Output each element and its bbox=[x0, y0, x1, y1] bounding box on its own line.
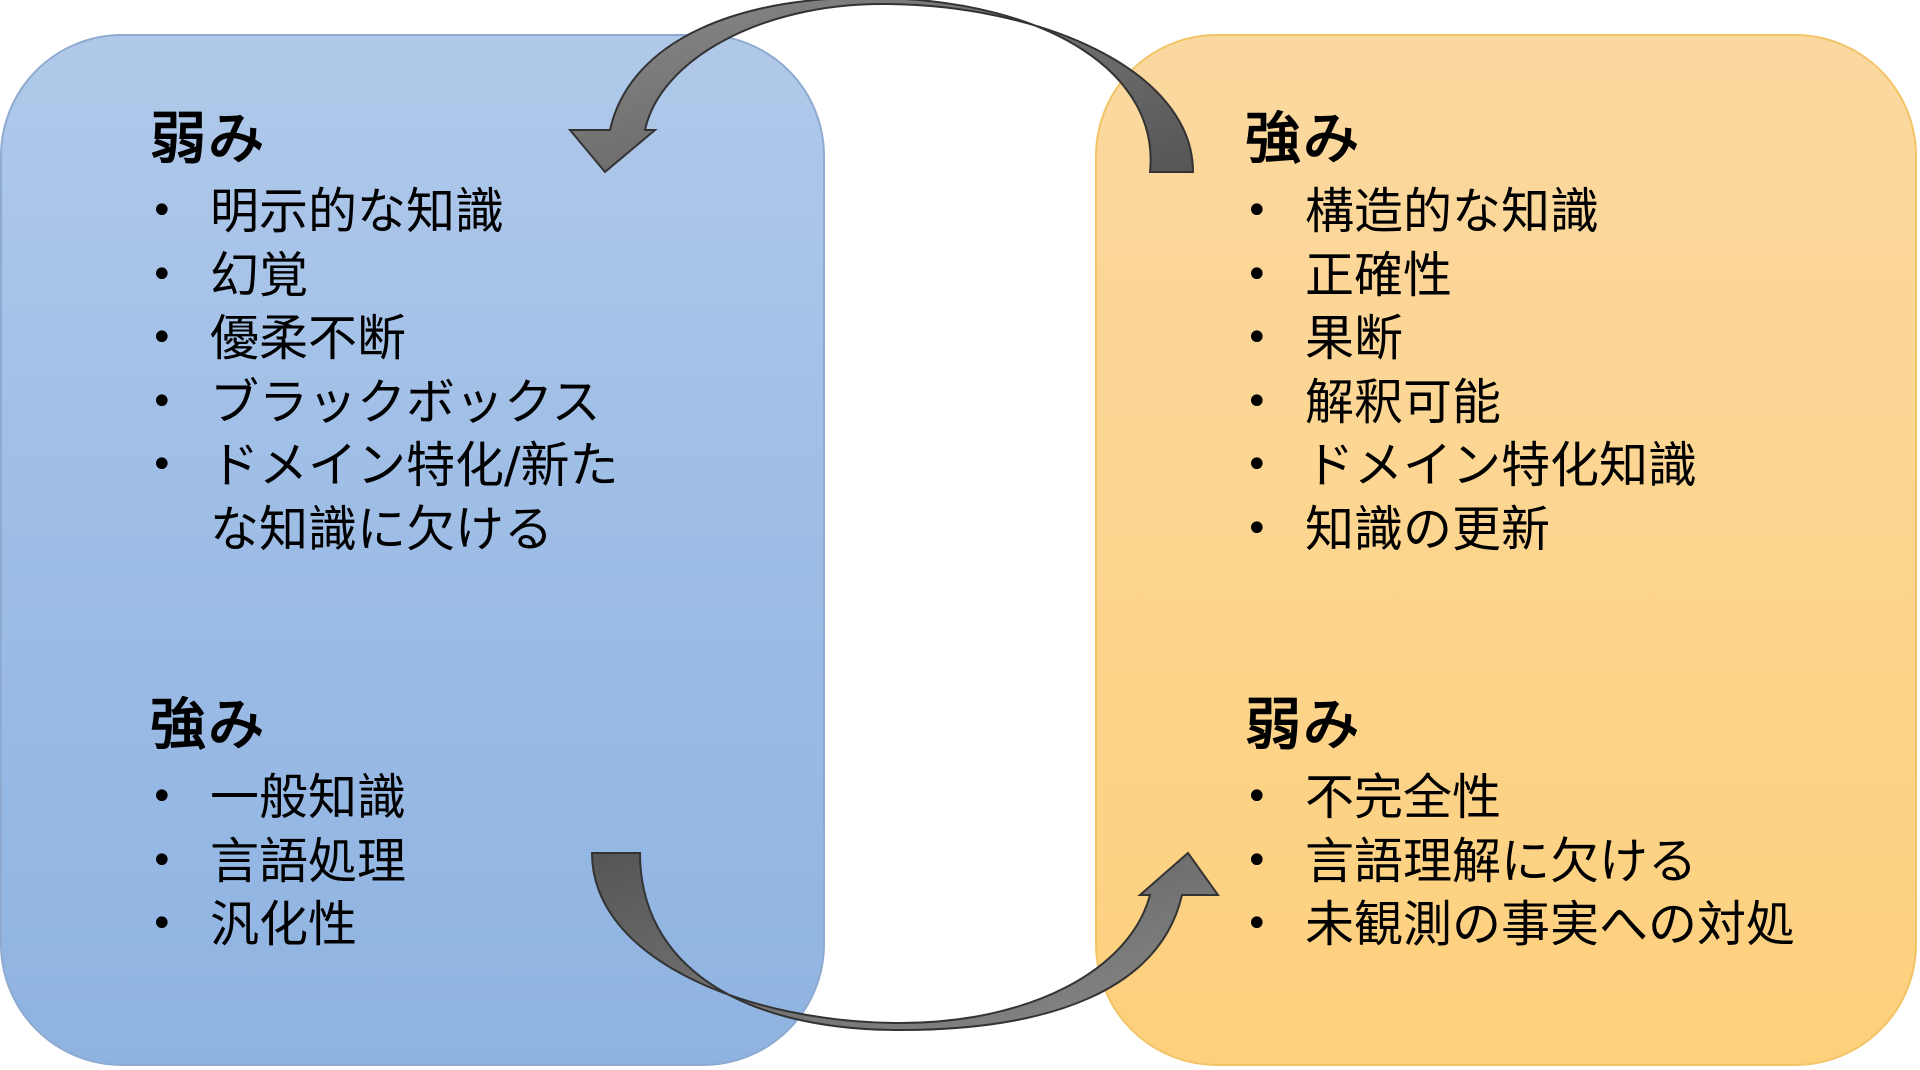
list-item: 不完全性 bbox=[1245, 766, 1795, 830]
right-strength-list: 構造的な知識 正確性 果断 解釈可能 ドメイン特化知識 知識の更新 bbox=[1245, 180, 1697, 561]
list-item: 正確性 bbox=[1245, 244, 1697, 308]
list-item: 構造的な知識 bbox=[1245, 180, 1697, 244]
list-item: 明示的な知識 bbox=[150, 180, 619, 244]
right-weakness-section: 弱み 不完全性 言語理解に欠ける 未観測の事実への対処 bbox=[1245, 694, 1795, 957]
list-item: 果断 bbox=[1245, 307, 1697, 371]
list-item: 一般知識 bbox=[150, 766, 406, 830]
left-strength-heading: 強み bbox=[150, 693, 266, 758]
list-item: ドメイン特化知識 bbox=[1245, 434, 1697, 498]
list-item: 幻覚 bbox=[150, 244, 619, 308]
right-weakness-list: 不完全性 言語理解に欠ける 未観測の事実への対処 bbox=[1245, 766, 1795, 957]
right-weakness-heading: 弱み bbox=[1245, 693, 1361, 758]
curved-arrow-bottom-icon bbox=[590, 851, 1220, 1032]
curved-arrow-top-icon bbox=[567, 0, 1195, 174]
list-item: 優柔不断 bbox=[150, 307, 619, 371]
left-weakness-heading: 弱み bbox=[150, 107, 266, 172]
list-item: 言語理解に欠ける bbox=[1245, 830, 1795, 894]
list-item-continuation: な知識に欠ける bbox=[210, 500, 554, 558]
right-strength-section: 強み 構造的な知識 正確性 果断 解釈可能 ドメイン特化知識 知識の更新 bbox=[1245, 108, 1697, 561]
list-item: 汎化性 bbox=[150, 893, 406, 957]
list-item: 未観測の事実への対処 bbox=[1245, 893, 1795, 957]
list-item: ドメイン特化/新た bbox=[150, 434, 619, 498]
list-item: 解釈可能 bbox=[1245, 371, 1697, 435]
left-weakness-section: 弱み 明示的な知識 幻覚 優柔不断 ブラックボックス ドメイン特化/新た な知識… bbox=[150, 108, 619, 561]
left-weakness-list: 明示的な知識 幻覚 優柔不断 ブラックボックス ドメイン特化/新た な知識に欠け… bbox=[150, 180, 619, 561]
list-item: 知識の更新 bbox=[1245, 498, 1697, 562]
left-strength-section: 強み 一般知識 言語処理 汎化性 bbox=[150, 694, 406, 957]
list-item: ブラックボックス bbox=[150, 371, 619, 435]
right-strength-heading: 強み bbox=[1245, 107, 1361, 172]
left-strength-list: 一般知識 言語処理 汎化性 bbox=[150, 766, 406, 957]
list-item: 言語処理 bbox=[150, 830, 406, 894]
